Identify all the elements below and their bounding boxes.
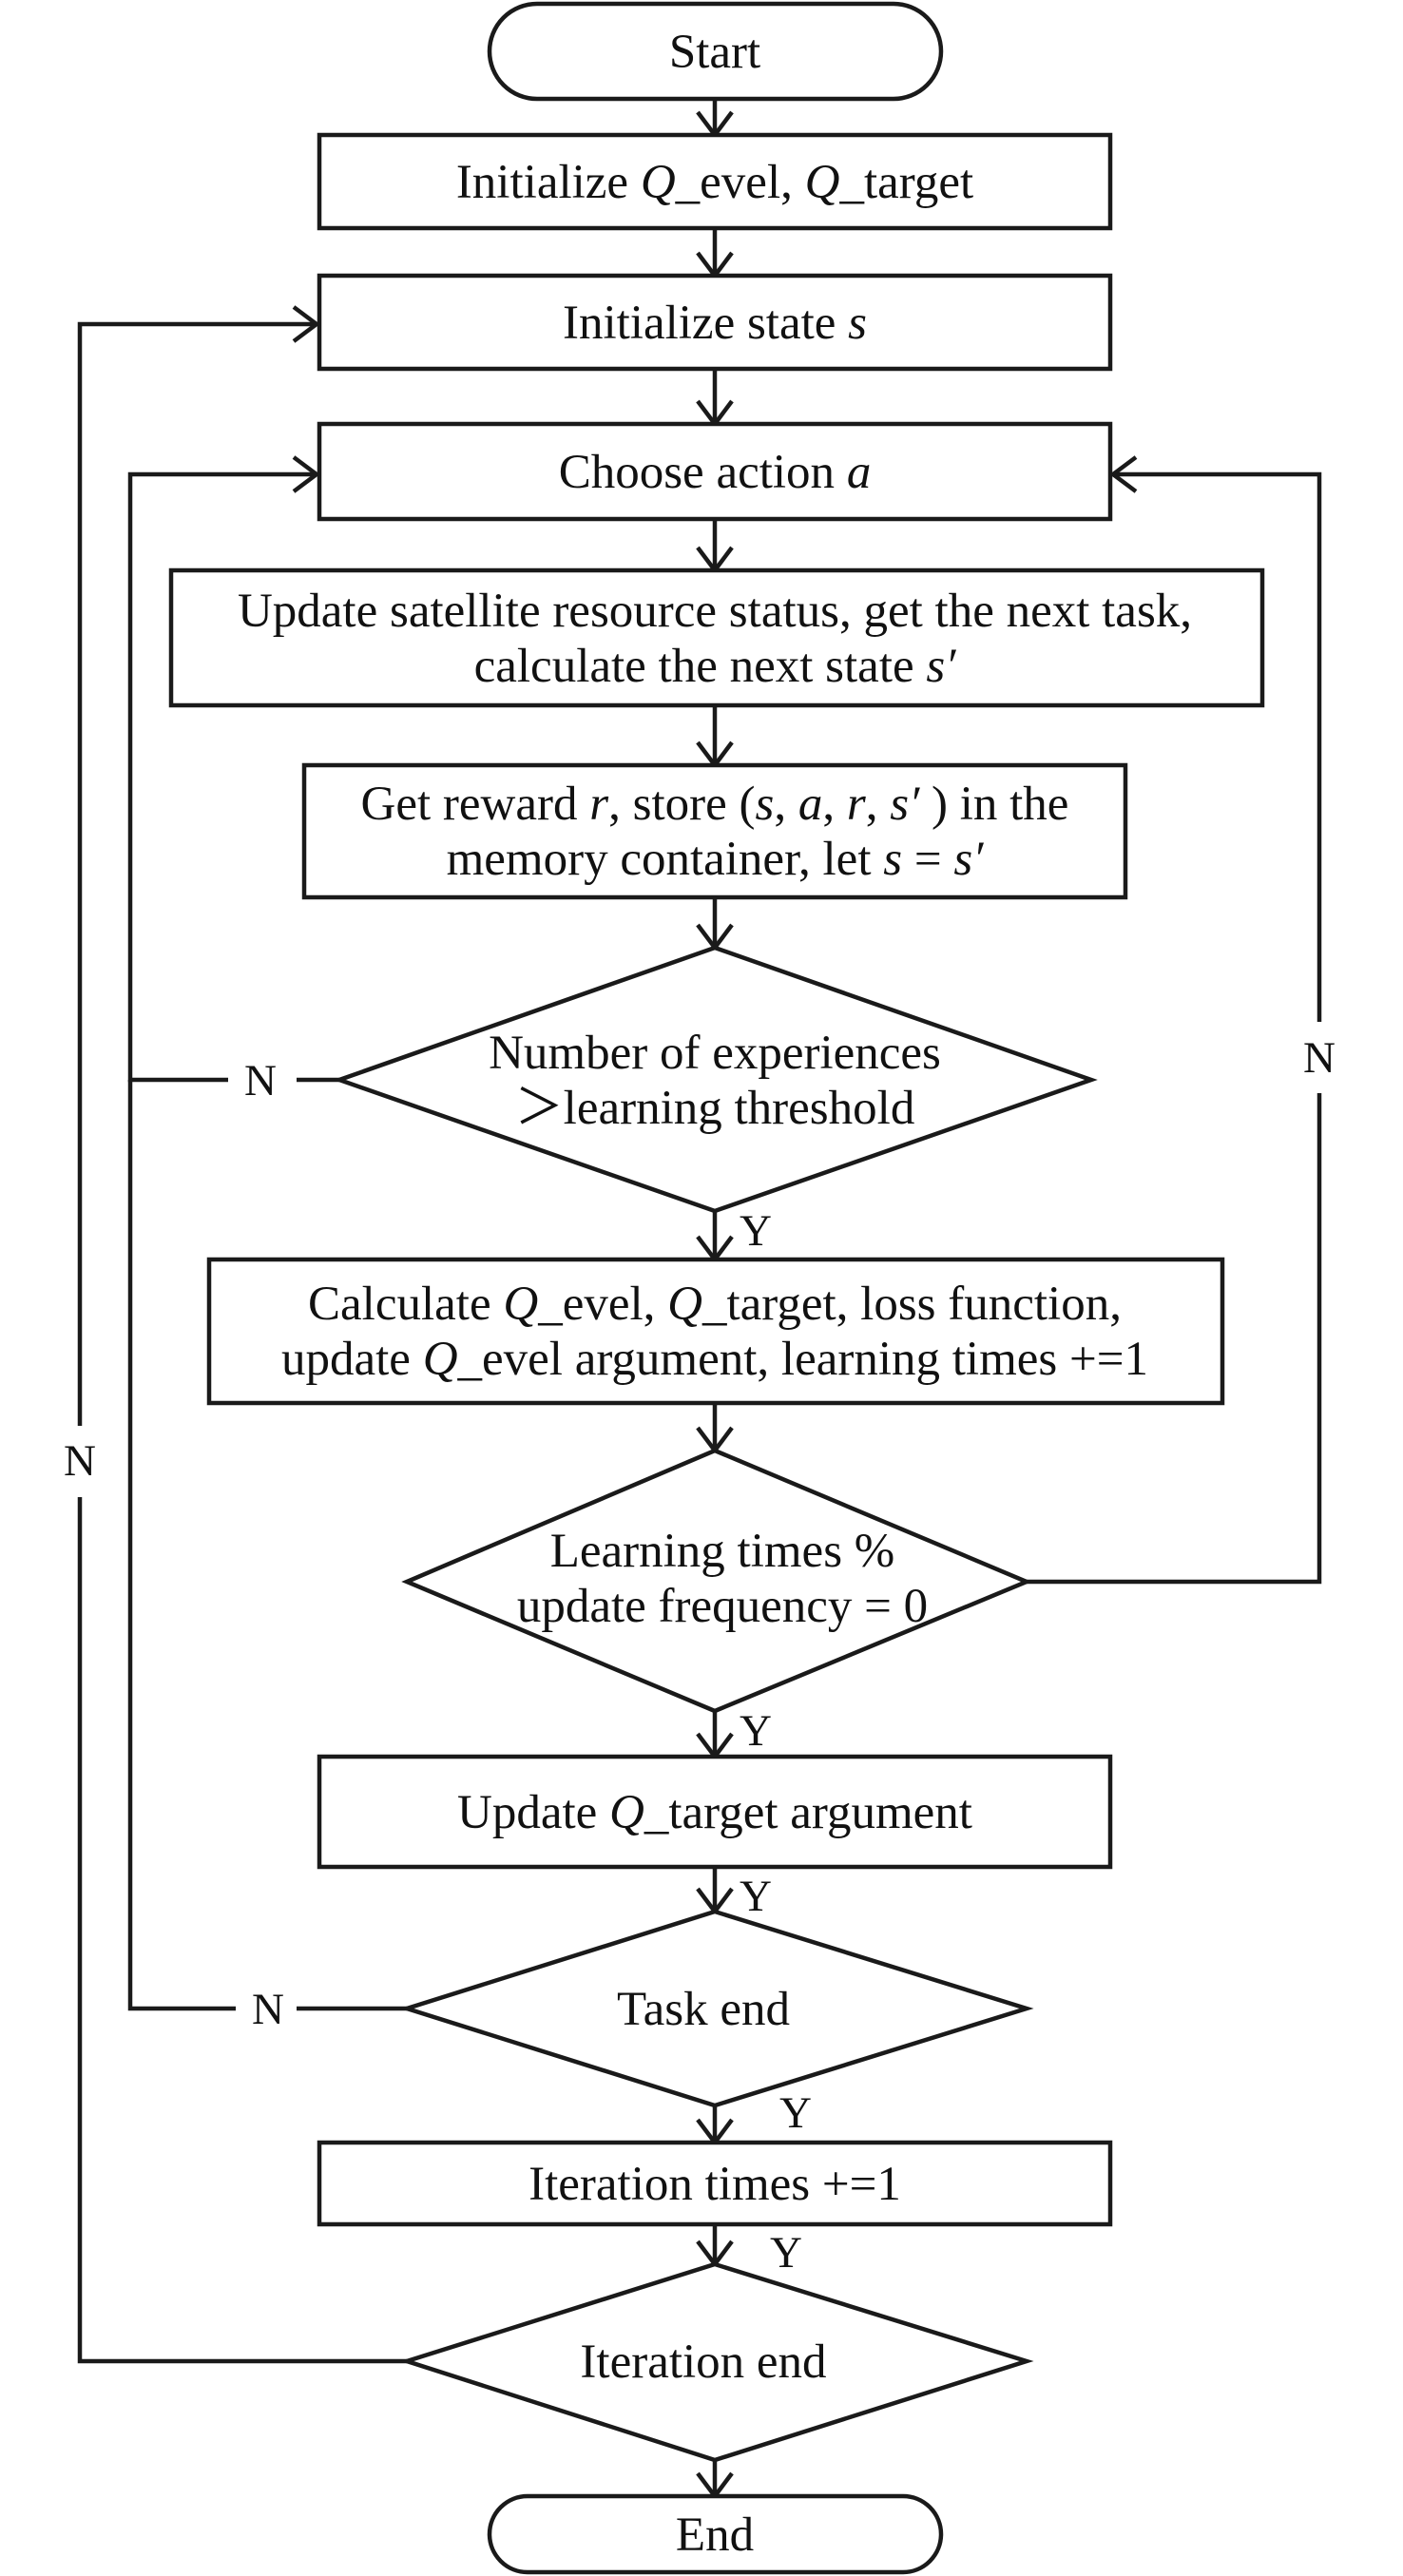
calculate-label: Calculate Q_evel, Q_target, loss functio…	[281, 1278, 1148, 1386]
get-reward-label: Get reward r, store (s, a, r, s′ ) in th…	[361, 778, 1069, 886]
get-reward-box	[301, 762, 1128, 900]
connector-update-freq-no-loop	[1027, 1093, 1322, 1585]
experience-no-label: N	[244, 1056, 277, 1105]
calculate-box	[206, 1257, 1225, 1406]
start-text-run: Start	[669, 26, 760, 79]
connector-update-freq-no-loop-upper	[1113, 471, 1322, 1022]
choose-action-box	[317, 421, 1113, 522]
calculate-text-run: _target, loss function,	[702, 1278, 1122, 1331]
init-q-text-run: Q	[641, 156, 676, 209]
get-reward-text-run: =	[902, 833, 953, 886]
calculate-text-run: Q	[423, 1333, 458, 1386]
get-reward-text-run: , store (	[608, 778, 755, 831]
connector-iteration-end-no-loop	[77, 1497, 407, 2364]
connector-task-end-no-loop-left	[127, 1080, 236, 2011]
update-freq-no-label: N	[1303, 1033, 1336, 1083]
get-reward-text-run: Get reward	[361, 778, 590, 831]
connector-iteration-end-no-loop-upper	[77, 321, 317, 1426]
arrow-left-icon	[1109, 455, 1138, 493]
arrow-right-icon	[292, 455, 320, 493]
init-q-text-run: Initialize	[456, 156, 641, 209]
check-experience-label: Number of experiences＞learning threshold	[489, 1027, 941, 1135]
iteration-end-text-run: Iteration end	[580, 2336, 826, 2389]
init-q-text-run: Q	[805, 156, 840, 209]
iteration-inc-yes-label: Y	[770, 2228, 802, 2278]
iteration-inc-box	[317, 2140, 1113, 2227]
iteration-inc-label: Iteration times +=1	[529, 2158, 901, 2211]
end-label: End	[676, 2509, 754, 2562]
check-update-freq-label: Learning times %update frequency = 0	[517, 1525, 928, 1633]
init-q-text-run: _evel,	[675, 156, 805, 209]
init-state-text-run: Initialize state	[563, 297, 848, 350]
update-target-text-run: _target argument	[644, 1786, 972, 1839]
init-state-label: Initialize state s	[563, 297, 867, 350]
check-update-freq-text-run: update frequency = 0	[517, 1580, 928, 1633]
task-end-no-label: N	[252, 1985, 284, 2034]
task-end-text-run: Task end	[617, 1983, 790, 2036]
update-target-label: Update Q_target argument	[457, 1786, 972, 1839]
node-labels: Start Initialize Q_evel, Q_target Initia…	[238, 26, 1192, 2562]
end-text-run: End	[676, 2509, 754, 2562]
get-reward-text-run: s′	[890, 778, 920, 831]
get-reward-text-run: s′	[953, 833, 984, 886]
get-reward-text-run: a	[798, 778, 823, 831]
check-experience-text-run: Number of experiences	[489, 1027, 941, 1080]
start-terminal	[487, 1, 944, 102]
check-experience-decision	[333, 945, 1098, 1214]
update-freq-yes-label: Y	[740, 1706, 772, 1756]
calculate-text-run: update	[281, 1333, 423, 1386]
target-to-task-yes-label: Y	[740, 1872, 772, 1921]
iteration-inc-text-run: Iteration times +=1	[529, 2158, 901, 2211]
calculate-text-run: _evel argument, learning times +=1	[457, 1333, 1148, 1386]
task-end-label: Task end	[617, 1983, 790, 2036]
iteration-end-label: Iteration end	[580, 2336, 826, 2389]
edge-labels: N Y N Y Y N Y Y N	[64, 1033, 1336, 2278]
update-status-text-run: Update satellite resource status, get th…	[238, 585, 1192, 638]
init-state-box	[317, 273, 1113, 372]
experience-yes-label: Y	[740, 1206, 772, 1256]
update-status-box	[168, 567, 1265, 708]
init-state-text-run: s	[848, 297, 867, 350]
connectors	[77, 99, 1322, 2496]
calculate-text-run: Calculate	[308, 1278, 503, 1331]
get-reward-text-run: s	[756, 778, 775, 831]
update-target-text-run: Q	[609, 1786, 644, 1839]
get-reward-text-run: memory container, let	[447, 833, 884, 886]
start-label: Start	[669, 26, 760, 79]
iteration-end-decision	[399, 2261, 1034, 2463]
update-target-box	[317, 1754, 1113, 1870]
init-q-text-run: _target	[838, 156, 973, 209]
get-reward-text-run: s	[883, 833, 902, 886]
end-terminal	[487, 2493, 944, 2575]
choose-action-label: Choose action a	[559, 446, 872, 499]
shapes	[168, 1, 1265, 2575]
init-q-label: Initialize Q_evel, Q_target	[456, 156, 973, 209]
update-target-text-run: Update	[457, 1786, 609, 1839]
update-status-text-run: s′	[926, 640, 956, 693]
get-reward-text-run: r	[847, 778, 866, 831]
check-update-freq-decision	[401, 1448, 1032, 1714]
calculate-text-run: _evel,	[537, 1278, 667, 1331]
iteration-end-no-label: N	[64, 1436, 96, 1486]
choose-action-text-run: Choose action	[559, 446, 847, 499]
choose-action-text-run: a	[847, 446, 872, 499]
get-reward-text-run: ,	[866, 778, 891, 831]
connector-experience-no-loop-left	[127, 471, 317, 1083]
get-reward-text-run: r	[589, 778, 608, 831]
get-reward-text-run: ,	[822, 778, 847, 831]
update-status-text-run: calculate the next state	[474, 640, 927, 693]
arrow-right-icon	[292, 305, 320, 343]
check-experience-text-run: ＞learning threshold	[515, 1082, 915, 1135]
update-status-label: Update satellite resource status, get th…	[238, 585, 1192, 693]
get-reward-text-run: ) in the	[919, 778, 1068, 831]
init-q-box	[317, 132, 1113, 231]
calculate-text-run: Q	[667, 1278, 702, 1331]
calculate-text-run: Q	[503, 1278, 538, 1331]
task-end-decision	[399, 1909, 1034, 2108]
get-reward-text-run: ,	[774, 778, 798, 831]
check-update-freq-text-run: Learning times %	[550, 1525, 895, 1578]
task-end-yes-label: Y	[779, 2088, 812, 2138]
